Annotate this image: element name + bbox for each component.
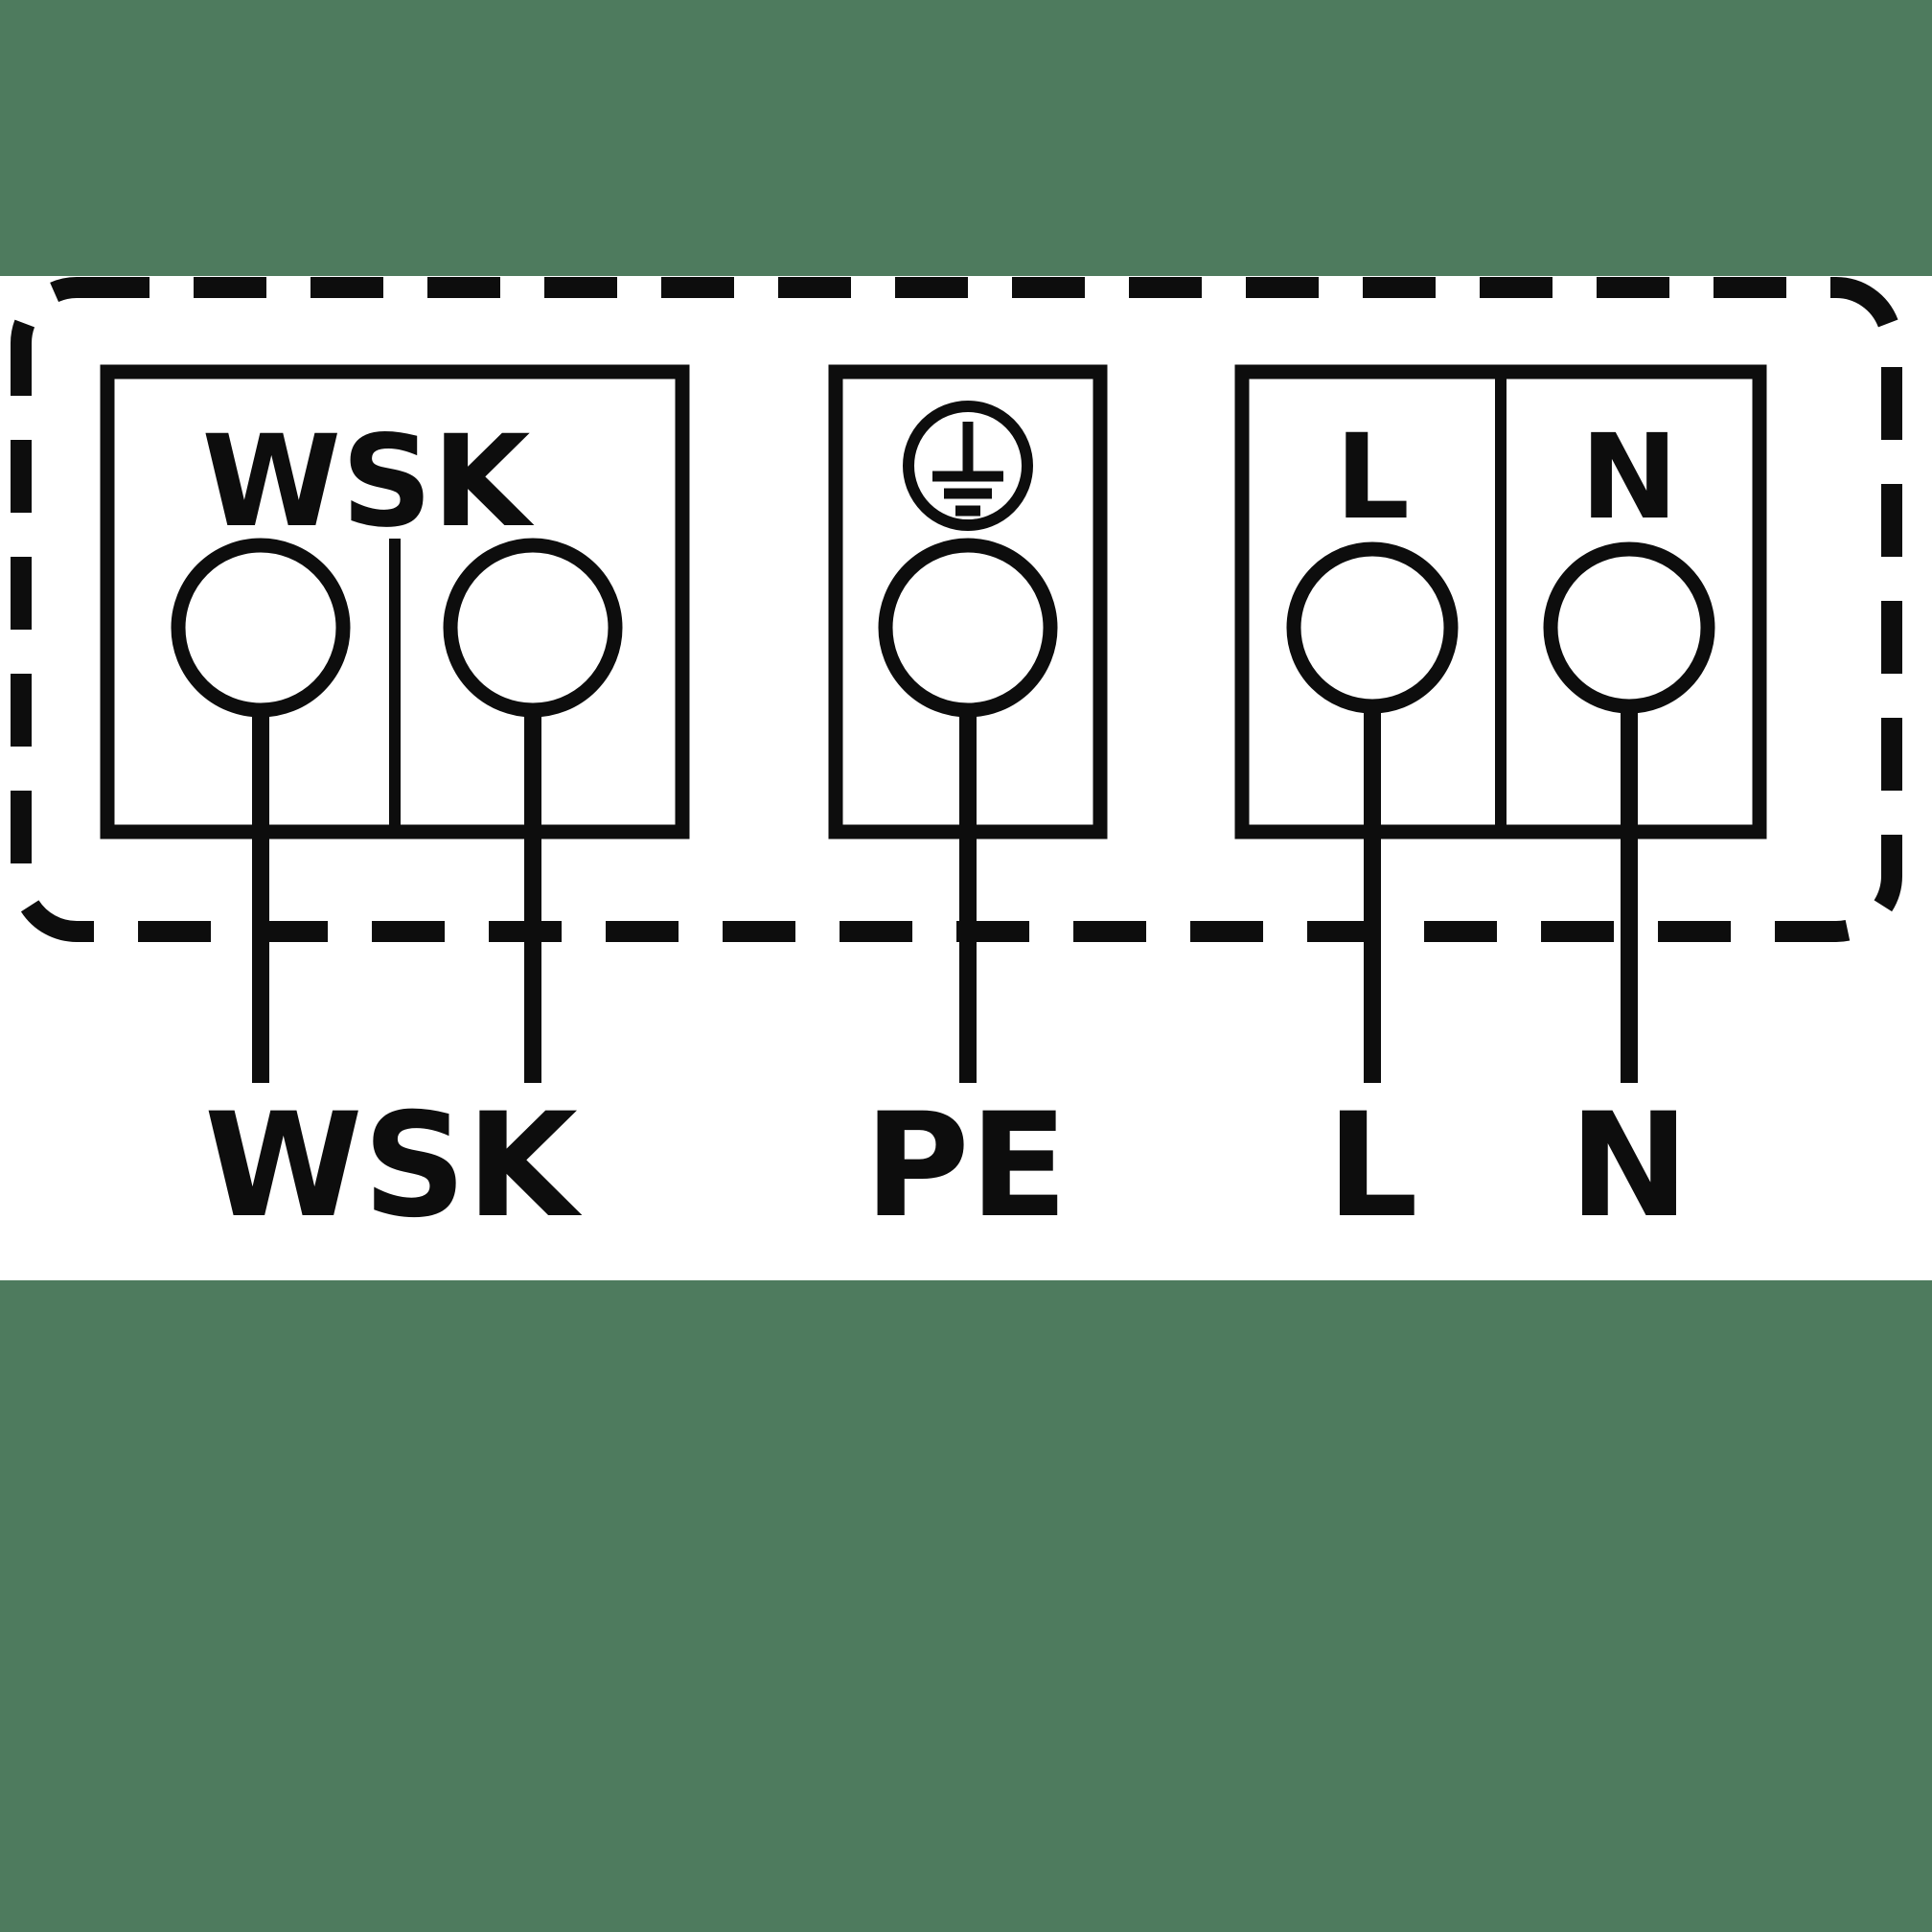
wsk-terminal-2	[443, 538, 623, 718]
l-terminal	[1286, 541, 1459, 714]
housing-dashed-outline	[11, 277, 1902, 942]
l-block-label: L	[1335, 409, 1410, 545]
wsk-wire-label: WSK	[204, 1083, 582, 1250]
bottom-margin-background	[0, 1280, 1932, 1932]
pe-terminal	[878, 538, 1058, 718]
wsk-terminal-1	[171, 538, 351, 718]
pe-terminal-block	[828, 364, 1108, 1083]
earth-ground-icon	[903, 401, 1033, 531]
wsk-terminal-block: WSK	[100, 364, 690, 1083]
n-block-label: N	[1580, 409, 1678, 545]
n-wire-label: N	[1569, 1083, 1690, 1250]
earth-icon-circle	[903, 401, 1033, 531]
wire-labels: WSK PE L N	[204, 1083, 1690, 1250]
top-margin-background	[0, 0, 1932, 276]
pe-wire-label: PE	[864, 1083, 1068, 1250]
wsk-block-label: WSK	[202, 408, 536, 556]
l-wire-label: L	[1326, 1083, 1418, 1250]
ln-terminal-block: L N	[1234, 364, 1767, 1083]
n-terminal	[1543, 541, 1715, 714]
